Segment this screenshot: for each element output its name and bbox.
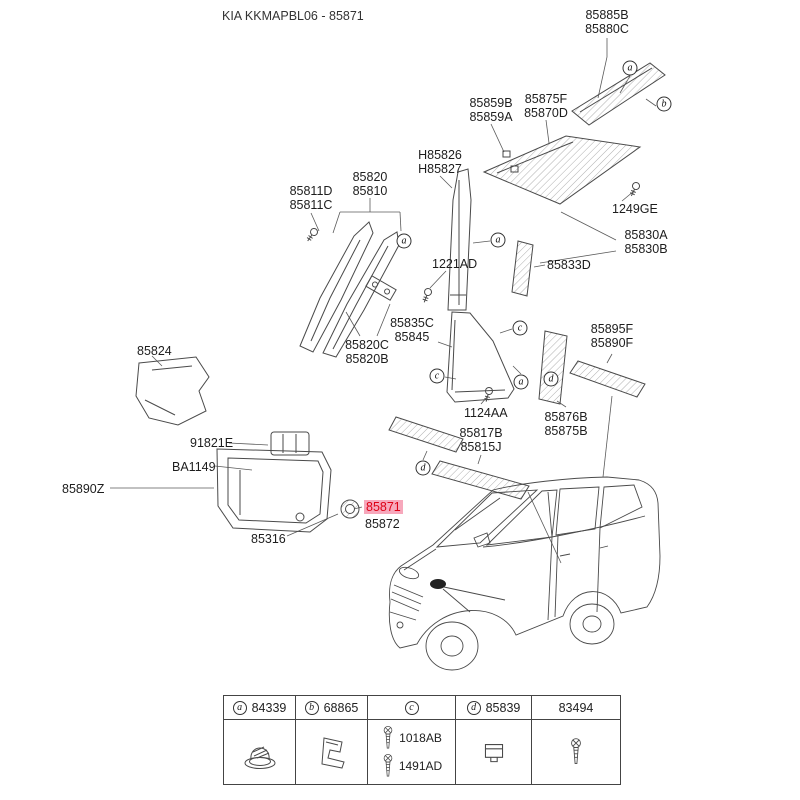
legend-header-e: 83494 [532, 696, 620, 720]
part-label-h85826-h85827[interactable]: H85826 H85827 [418, 148, 462, 176]
part-label-85871-selected[interactable]: 85871 [364, 500, 403, 514]
legend-part-b[interactable]: 68865 [323, 700, 359, 715]
diagram-title: KIA KKMAPBL06 - 85871 [222, 9, 364, 23]
legend-letter-c: c [404, 700, 419, 715]
part-label-85820-85810[interactable]: 85820 85810 [352, 170, 388, 198]
legend-header-a: a 84339 [224, 696, 295, 720]
part-label-1124aa[interactable]: 1124AA [464, 406, 508, 420]
callout-c-2: c [429, 368, 445, 384]
rear-scuff-trim-art [569, 360, 646, 398]
callout-c-1: c [512, 320, 528, 336]
part-label-85876b-85875b[interactable]: 85876B 85875B [544, 410, 588, 438]
legend-body-e [532, 720, 620, 784]
legend-col-e: 83494 [532, 696, 620, 784]
headlining-side-trim-art [482, 135, 642, 205]
legend-col-a: a 84339 [224, 696, 296, 784]
highlighted-part-number[interactable]: 85871 [364, 500, 403, 514]
b-pillar-lower-trim-art [446, 311, 515, 403]
screw-icon [571, 738, 581, 764]
part-label-85875f-85870d[interactable]: 85875F 85870D [524, 92, 568, 120]
roof-rail-trim-art [571, 62, 666, 126]
clip-icon [484, 744, 503, 763]
part-label-85885b-85880c[interactable]: 85885B 85880C [585, 8, 629, 36]
legend-part-e[interactable]: 83494 [558, 700, 594, 715]
part-label-1249ge[interactable]: 1249GE [612, 202, 658, 216]
front-scuff-trim-art [388, 416, 464, 453]
legend-header-d: d 85839 [456, 696, 531, 720]
grommet-icon [244, 746, 275, 769]
part-label-85811d-85811c[interactable]: 85811D 85811C [289, 184, 333, 212]
center-scuff-trim-art [431, 460, 530, 500]
spring-clip-icon [320, 737, 345, 769]
door-step-trim-art [538, 330, 568, 405]
legend-header-b: b 68865 [296, 696, 367, 720]
legend-part-d[interactable]: 85839 [485, 700, 521, 715]
vehicle-art [388, 476, 661, 671]
legend-row-1018ab: 1018AB [381, 725, 442, 751]
part-label-85316[interactable]: 85316 [251, 532, 286, 546]
part-label-85835c-85845[interactable]: 85835C 85845 [390, 316, 434, 344]
legend-body-a [224, 720, 295, 784]
legend-body-d [456, 720, 531, 784]
legend-part-1491ad[interactable]: 1491AD [398, 759, 443, 773]
part-label-85820c-85820b[interactable]: 85820C 85820B [345, 338, 389, 366]
callout-d-1: d [543, 371, 559, 387]
part-label-1221ad[interactable]: 1221AD [432, 257, 478, 271]
legend-letter-b: b [304, 700, 319, 715]
cowl-side-trim-art [216, 448, 332, 533]
legend-col-c: c 1018AB [368, 696, 456, 784]
legend-col-d: d 85839 [456, 696, 532, 784]
screw-icon [383, 725, 393, 749]
legend-part-a[interactable]: 84339 [251, 700, 287, 715]
grommet-art [340, 499, 360, 519]
callout-a-1: a [622, 60, 638, 76]
part-label-85895f-85890f[interactable]: 85895F 85890F [590, 322, 634, 350]
legend-letter-d: d [466, 700, 481, 715]
callout-a-3: a [490, 232, 506, 248]
part-label-85830a-85830b[interactable]: 85830A 85830B [624, 228, 668, 256]
kick-panel-trim-art [135, 356, 210, 426]
callout-b-1: b [656, 96, 672, 112]
leader-lines [110, 38, 657, 564]
legend-part-1018ab[interactable]: 1018AB [399, 731, 442, 745]
legend-letter-a: a [232, 700, 247, 715]
small-cover-art [270, 431, 310, 456]
legend-table: a 84339 b 68865 [223, 695, 621, 785]
legend-header-c: c [368, 696, 455, 720]
screw-icon [383, 753, 393, 777]
b-pillar-upper-trim-art [447, 168, 472, 311]
legend-body-c: 1018AB 1491AD [368, 720, 455, 784]
part-label-85817b-85815j[interactable]: 85817B 85815J [459, 426, 503, 454]
part-label-85890z[interactable]: 85890Z [62, 482, 105, 496]
legend-body-b [296, 720, 367, 784]
part-label-85833d[interactable]: 85833D [547, 258, 591, 272]
callout-d-2: d [415, 460, 431, 476]
part-label-ba1149[interactable]: BA1149 [172, 460, 216, 474]
callout-a-2: a [396, 233, 412, 249]
part-label-85872[interactable]: 85872 [365, 517, 400, 531]
part-label-85859b-85859a[interactable]: 85859B 85859A [469, 96, 513, 124]
legend-col-b: b 68865 [296, 696, 368, 784]
legend-row-1491ad: 1491AD [381, 753, 442, 779]
callout-a-4: a [513, 374, 529, 390]
part-label-85824[interactable]: 85824 [137, 344, 172, 358]
pillar-strip-art [511, 240, 534, 297]
part-label-91821e[interactable]: 91821E [190, 436, 234, 450]
